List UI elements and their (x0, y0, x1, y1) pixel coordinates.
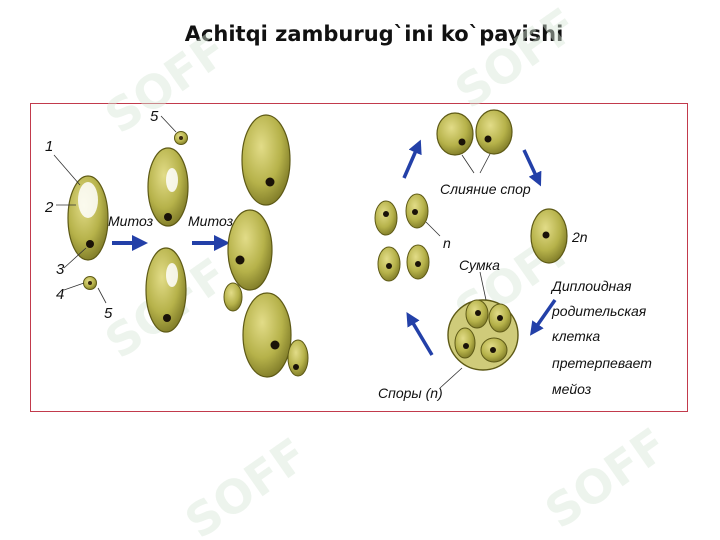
diagram-frame (30, 103, 688, 412)
svg-text:SOFF: SOFF (445, 0, 587, 119)
diploid-text-4: претерпевает (552, 355, 652, 371)
mitoz-label-1: Митоз (108, 213, 154, 229)
cycle-arrow-spores (406, 311, 434, 356)
label-1: 1 (45, 138, 53, 155)
cycle-arrow-meiosis (529, 298, 557, 336)
diploid-text-2: родительская (551, 303, 647, 319)
svg-text:SOFF: SOFF (175, 427, 317, 540)
fusing-spores (436, 109, 513, 156)
svg-text:SOFF: SOFF (95, 22, 237, 144)
free-spores (374, 193, 430, 282)
ascus (447, 299, 519, 371)
label-2: 2 (44, 199, 54, 216)
leader-lines (53, 154, 107, 304)
label-5-bottom: 5 (104, 305, 113, 322)
diploid-text-3: клетка (552, 328, 600, 344)
cell-colony (223, 114, 309, 378)
label-5-top: 5 (150, 108, 159, 125)
haploid-n-label: n (443, 235, 451, 251)
diploid-2n-label: 2n (571, 229, 588, 245)
diploid-text-5: мейоз (552, 381, 592, 397)
sumka-label: Сумка (459, 257, 500, 273)
page-title: Achitqi zamburug`ini ko`payishi (184, 22, 564, 46)
cycle-arrow-germination (402, 139, 422, 179)
mother-cell (67, 175, 109, 261)
label-4: 4 (56, 286, 64, 303)
diploid-text-1: Диплоидная (550, 278, 632, 294)
mitoz-label-2: Митоз (188, 213, 234, 229)
label-3: 3 (56, 261, 65, 278)
nucleus (86, 240, 94, 248)
cycle-arrow-fusion (522, 149, 542, 187)
bud-cell (83, 276, 97, 290)
spores-label: Споры (n) (378, 385, 443, 401)
fusion-label: Слияние спор (440, 181, 531, 197)
svg-text:SOFF: SOFF (535, 417, 677, 539)
diploid-cell (530, 208, 568, 264)
middle-cells (145, 131, 189, 333)
